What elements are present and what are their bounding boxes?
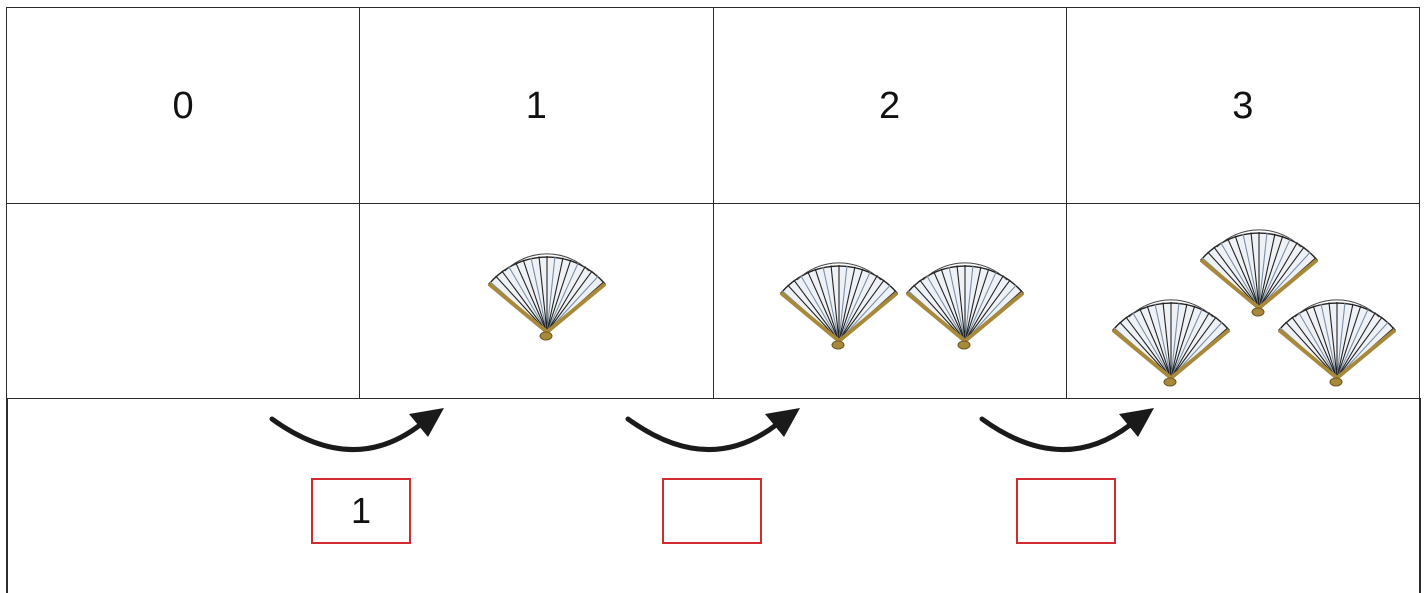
- picture-cell-2: [712, 203, 1067, 399]
- frame-left-border: [6, 398, 8, 593]
- number-cell-2: 2: [712, 7, 1067, 204]
- picture-cell-3: [1065, 203, 1421, 399]
- folding-fan-icon: [899, 249, 1031, 353]
- curved-arrow-icon: [978, 405, 1158, 455]
- folding-fan-icon: [1193, 216, 1325, 320]
- curved-arrow-icon: [624, 405, 804, 455]
- numbers-row: 0 1 2 3: [5, 7, 1421, 204]
- number-cell-0: 0: [5, 7, 361, 204]
- curved-arrow-icon: [268, 405, 448, 455]
- folding-fan-icon: [481, 240, 613, 344]
- pictures-row: [5, 203, 1421, 399]
- picture-cell-0: [5, 203, 361, 399]
- number-cell-3: 3: [1065, 7, 1421, 204]
- folding-fan-icon: [1105, 286, 1237, 390]
- answer-box-step-1[interactable]: 1: [311, 478, 411, 544]
- number-cell-1: 1: [359, 7, 714, 204]
- folding-fan-icon: [773, 249, 905, 353]
- frame-right-border: [1419, 398, 1421, 593]
- picture-cell-1: [359, 203, 714, 399]
- folding-fan-icon: [1271, 286, 1403, 390]
- counting-table: 0 1 2 3: [5, 7, 1421, 399]
- answer-box-step-2[interactable]: [662, 478, 762, 544]
- answer-box-step-3[interactable]: [1016, 478, 1116, 544]
